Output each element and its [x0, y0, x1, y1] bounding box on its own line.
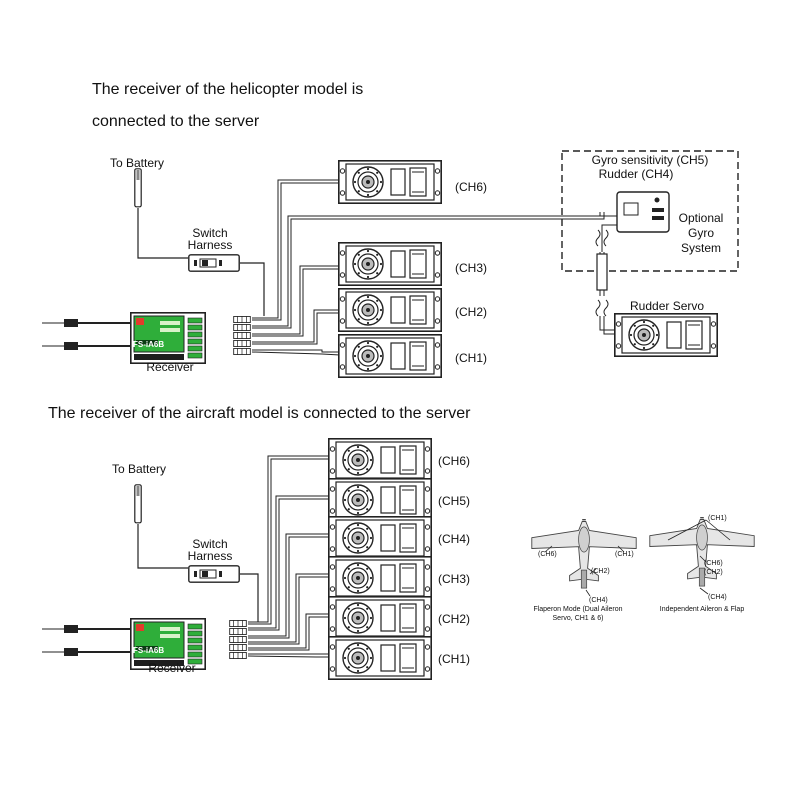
to-battery-label: To Battery — [112, 462, 166, 476]
switch-wire — [240, 573, 259, 622]
to-battery-label: To Battery — [110, 156, 164, 170]
aircraft-diagram: To Battery Switch Harness FS-iA6B Receiv… — [42, 438, 470, 680]
battery-connector-icon — [134, 168, 142, 208]
receiver-label: Receiver — [146, 360, 193, 374]
flaperon-label: (CH2) — [591, 568, 610, 575]
gyro-optional-line3: System — [681, 241, 721, 255]
aircraft-channel-label: (CH3) — [438, 572, 470, 586]
servo-wires — [251, 179, 605, 356]
switch-label-line1: Switch — [192, 537, 227, 551]
battery-wire — [137, 208, 188, 259]
servo-ch1-icon — [328, 636, 432, 680]
aircraft-channel-label: (CH1) — [438, 652, 470, 666]
flaperon-label: (CH6) — [538, 551, 557, 558]
independent-label: (CH6) — [704, 560, 723, 567]
extension-plug-icon — [596, 253, 608, 291]
rudder-servo-icon — [614, 313, 718, 357]
independent-label: (CH2) — [704, 569, 723, 576]
connector-plugs — [233, 316, 251, 355]
aircraft-channel-label: (CH6) — [438, 454, 470, 468]
switch-harness-icon — [188, 254, 240, 272]
battery-wire — [137, 524, 188, 569]
switch-label-line1: Switch — [192, 226, 227, 240]
helicopter-heading-line1: The receiver of the helicopter model is — [92, 81, 364, 98]
flaperon-label: (CH4) — [589, 597, 608, 604]
gyro-optional-line2: Gyro — [688, 226, 714, 240]
switch-wire — [240, 262, 265, 316]
switch-harness-icon — [188, 565, 240, 583]
gyro-title-line1: Gyro sensitivity (CH5) — [592, 153, 709, 167]
rudder-servo-label: Rudder Servo — [630, 299, 704, 313]
aircraft-channel-label: (CH5) — [438, 494, 470, 508]
antenna-icon — [42, 624, 132, 634]
receiver-model-label: FS-iA6B — [133, 340, 164, 349]
switch-label-line2: Harness — [188, 549, 233, 563]
antenna-icon — [42, 341, 132, 351]
servo-ch2-icon — [328, 596, 432, 640]
flaperon-caption-line2: Servo, CH1 & 6) — [553, 615, 604, 622]
independent-caption: Independent Aileron & Flap — [660, 606, 745, 613]
heli-channel-label: (CH6) — [455, 180, 487, 194]
aircraft-channel-label: (CH4) — [438, 532, 470, 546]
airplane-icon — [649, 516, 755, 587]
independent-label: (CH4) — [708, 594, 727, 601]
servo-ch2-icon — [338, 288, 442, 332]
gyro-optional-line1: Optional — [679, 211, 724, 225]
helicopter-heading-line2: connected to the server — [92, 113, 260, 130]
helicopter-heading: The receiver of the helicopter model is … — [92, 74, 412, 138]
aircraft-heading: The receiver of the aircraft model is co… — [48, 405, 471, 422]
independent-mode-diagram: (CH1) (CH6) (CH2) (CH4) Independent Aile… — [649, 515, 755, 613]
aircraft-channel-label: (CH2) — [438, 612, 470, 626]
receiver-model-label: FS-iA6B — [133, 646, 164, 655]
servo-ch3-icon — [338, 242, 442, 286]
servo-ch1-icon — [338, 334, 442, 378]
servo-ch3-icon — [328, 556, 432, 600]
receiver-icon — [130, 312, 206, 364]
connector-plugs — [229, 620, 247, 659]
receiver-label: Receiver — [148, 661, 195, 675]
servo-ch5-icon — [328, 478, 432, 522]
gyro-optional-box — [561, 150, 739, 272]
servo-ch6-icon — [328, 438, 432, 482]
heli-channel-label: (CH3) — [455, 261, 487, 275]
antenna-icon — [42, 647, 132, 657]
heli-channel-label: (CH2) — [455, 305, 487, 319]
heli-channel-label: (CH1) — [455, 351, 487, 365]
battery-connector-icon — [134, 484, 142, 524]
independent-label: (CH1) — [708, 515, 727, 522]
flaperon-caption-line1: Flaperon Mode (Dual Aileron — [533, 606, 622, 613]
flaperon-mode-diagram: (CH6) (CH1) (CH2) (CH4) Flaperon Mode (D… — [531, 518, 637, 622]
helicopter-diagram: To Battery Switch Harness FS-iA6B Receiv… — [42, 150, 739, 378]
gyro-title-line2: Rudder (CH4) — [599, 167, 674, 181]
switch-label-line2: Harness — [188, 238, 233, 252]
antenna-icon — [42, 318, 132, 328]
servo-wires — [247, 455, 330, 658]
servo-ch4-icon — [328, 516, 432, 560]
servo-ch6-icon — [338, 160, 442, 204]
flaperon-label: (CH1) — [615, 551, 634, 558]
